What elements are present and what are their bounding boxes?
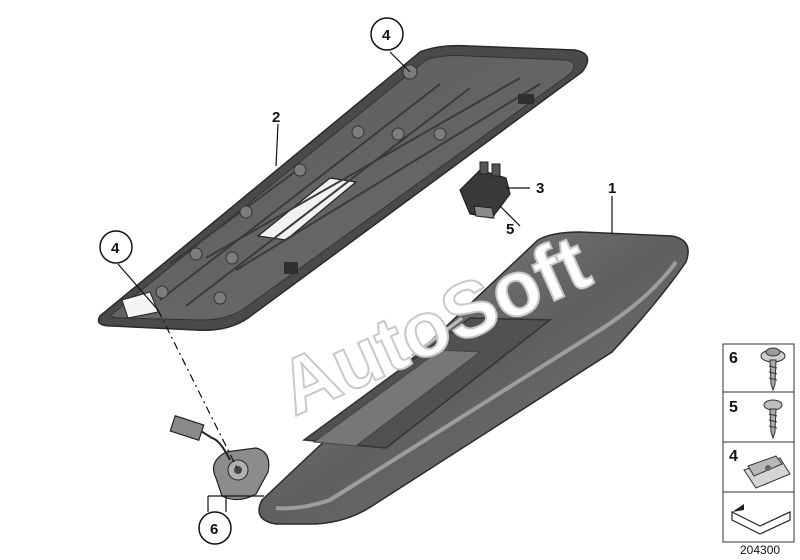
svg-text:5: 5 (729, 399, 738, 416)
document-number: 204300 (740, 543, 780, 557)
svg-text:4: 4 (382, 27, 391, 44)
svg-text:1: 1 (608, 180, 616, 197)
clip-nut-icon (743, 455, 791, 489)
svg-text:4: 4 (111, 240, 120, 257)
svg-text:4: 4 (729, 448, 738, 465)
parts-legend: 6 5 4 (722, 343, 795, 543)
callout-3: 3 (536, 180, 544, 197)
visor-clip (459, 161, 511, 219)
svg-text:5: 5 (506, 221, 514, 238)
callout-4-left: 4 (99, 230, 133, 264)
callout-4-top: 4 (370, 17, 404, 51)
leader-lines (117, 51, 613, 512)
svg-text:3: 3 (536, 180, 544, 197)
visor-shell (258, 231, 689, 525)
direction-arrow-icon (731, 504, 791, 535)
callout-2: 2 (272, 109, 280, 126)
callout-6: 6 (198, 511, 232, 545)
callout-1: 1 (608, 180, 616, 197)
legend-item-6: 6 (729, 347, 786, 392)
screw-with-washer-icon (760, 347, 786, 392)
legend-item-5: 5 (729, 399, 783, 440)
legend-item-4: 4 (729, 448, 791, 489)
svg-text:6: 6 (210, 521, 218, 538)
svg-text:6: 6 (729, 350, 738, 367)
visor-pivot-mount (169, 415, 270, 501)
screw-icon (763, 399, 783, 440)
visor-inner-panel (97, 44, 589, 331)
callout-5: 5 (506, 221, 514, 238)
svg-text:2: 2 (272, 109, 280, 126)
